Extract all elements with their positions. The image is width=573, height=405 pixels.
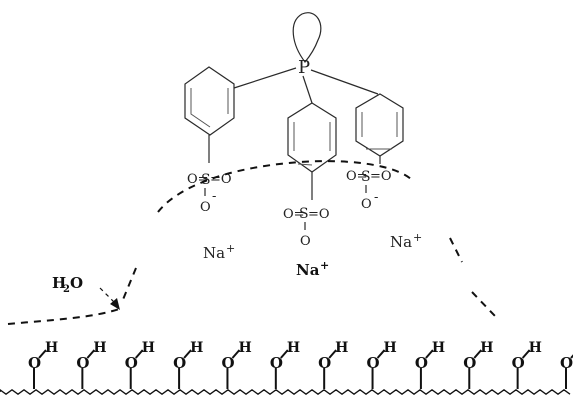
surface-hydroxyl: OH	[270, 340, 300, 389]
water-path	[7, 307, 123, 325]
o-h-bond	[570, 354, 573, 359]
o-h-bond	[473, 349, 483, 359]
o-h-bond	[328, 349, 337, 359]
o-h-bond	[521, 349, 531, 359]
surface-hydroxyl: OH	[367, 340, 397, 389]
solvation-arc-main	[157, 160, 413, 213]
surface-hydroxyl: OH	[415, 340, 445, 389]
svg-text:+: +	[320, 259, 329, 272]
water-arrow-head	[110, 298, 120, 310]
sulfonate-left: O= S =O O -	[187, 172, 232, 215]
svg-text:O: O	[70, 274, 83, 292]
solid-surface	[0, 388, 571, 396]
surface-hydroxyl: OH	[76, 340, 107, 389]
surface-hydroxyl: OH	[28, 340, 58, 389]
svg-text:+: +	[226, 242, 235, 255]
hydroxyl-hydrogen-label: H	[384, 340, 397, 356]
hydroxyl-oxygen-label: O	[463, 354, 476, 372]
hydroxyl-hydrogen-label: H	[190, 340, 203, 356]
svg-text:Na: Na	[296, 261, 320, 279]
hydroxyl-hydrogen-label: H	[142, 340, 155, 356]
svg-text:O: O	[200, 200, 211, 215]
surface-hydroxyl: OH	[221, 340, 252, 389]
hydroxyl-oxygen-label: O	[221, 354, 234, 372]
svg-text:O=: O=	[187, 172, 209, 187]
hydroxyl-oxygen-label: O	[173, 354, 186, 372]
surface-hydroxyl: OH	[463, 340, 494, 389]
o-h-bond	[38, 349, 47, 359]
sulfonate-mid: O= S =O O	[283, 206, 330, 249]
o-h-bond	[425, 349, 434, 359]
svg-text:O=: O=	[346, 169, 368, 184]
svg-text:2: 2	[63, 284, 70, 295]
o-h-bond	[231, 349, 241, 359]
lone-pair-lobe	[292, 12, 322, 63]
surface-hydroxyl: OH	[318, 340, 348, 389]
hydroxyl-hydrogen-label: H	[287, 340, 300, 356]
o-h-bond	[134, 349, 144, 359]
surface-hydroxyl: OH	[173, 340, 203, 389]
hydroxyl-oxygen-label: O	[125, 354, 138, 372]
surface-hydroxyl: OH	[125, 340, 155, 389]
hydroxyl-oxygen-label: O	[367, 354, 380, 372]
svg-text:S: S	[299, 206, 309, 222]
middle-benzene-ring	[287, 102, 337, 200]
water-label: H 2 O	[52, 274, 83, 295]
hydroxyl-hydrogen-label: H	[529, 340, 542, 356]
sodium-ion-left: Na +	[203, 242, 235, 262]
solvation-arc-bottom-right	[471, 291, 496, 317]
svg-text:H: H	[52, 274, 66, 292]
left-benzene-ring	[184, 66, 235, 163]
hydroxyl-hydrogen-label: H	[93, 340, 106, 356]
o-h-bond	[280, 349, 289, 359]
svg-text:O: O	[361, 197, 372, 212]
svg-text:=O: =O	[370, 169, 392, 184]
o-h-bond	[86, 349, 96, 359]
solvation-arc-left	[121, 267, 137, 303]
solvation-arc-right	[449, 237, 463, 263]
phosphorus-label: P	[298, 57, 310, 78]
hydroxyl-oxygen-label: O	[512, 354, 525, 372]
hydroxyl-hydrogen-label: H	[238, 340, 251, 356]
hydroxyl-oxygen-label: O	[270, 354, 283, 372]
bond-p-mid	[302, 75, 313, 104]
svg-text:Na: Na	[390, 233, 412, 251]
sodium-ion-right: Na +	[390, 231, 422, 251]
svg-text:O=: O=	[283, 207, 305, 222]
surface-hydroxyl: OH	[512, 340, 542, 389]
svg-text:-: -	[374, 190, 378, 205]
hydroxyl-hydrogen-label: H	[480, 340, 493, 356]
sodium-ion-center: Na +	[296, 259, 329, 279]
sulfonate-right: O= S =O O -	[346, 169, 392, 212]
o-h-bond	[376, 349, 386, 359]
hydroxyl-oxygen-label: O	[415, 354, 428, 372]
svg-text:=O: =O	[210, 172, 232, 187]
svg-text:O: O	[300, 234, 311, 249]
phosphorus-group: P	[292, 12, 322, 78]
hydroxyl-oxygen-label: O	[28, 354, 41, 372]
hydroxyl-hydrogen-label: H	[432, 340, 445, 356]
right-benzene-ring	[355, 93, 404, 164]
surface-hydroxyl: OH	[560, 354, 573, 389]
o-h-bond	[183, 349, 192, 359]
svg-text:-: -	[212, 189, 216, 204]
svg-text:S: S	[361, 169, 371, 185]
surface-hydroxyl-groups: OHOHOHOHOHOHOHOHOHOHOHOH	[28, 340, 573, 389]
hydroxyl-oxygen-label: O	[318, 354, 331, 372]
svg-text:+: +	[413, 231, 422, 244]
hydroxyl-oxygen-label: O	[560, 354, 573, 372]
svg-text:=O: =O	[308, 207, 330, 222]
svg-text:Na: Na	[203, 244, 225, 262]
hydroxyl-hydrogen-label: H	[45, 340, 58, 356]
hydroxyl-oxygen-label: O	[76, 354, 89, 372]
bond-p-right	[310, 69, 379, 95]
bond-p-left	[233, 67, 297, 89]
hydroxyl-hydrogen-label: H	[335, 340, 348, 356]
